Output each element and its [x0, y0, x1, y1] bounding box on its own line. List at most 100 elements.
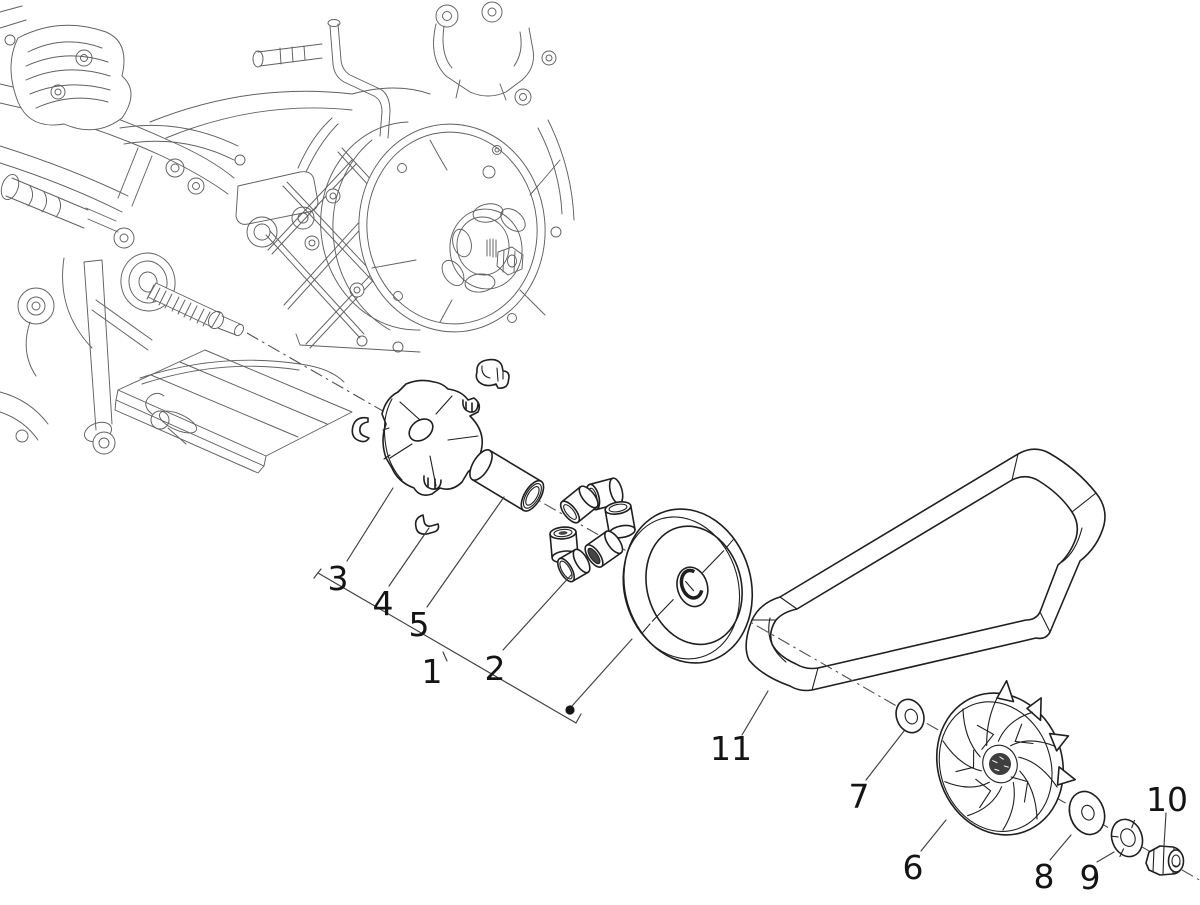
engine-line	[5, 177, 89, 229]
rim-screw	[492, 145, 502, 155]
engine-line	[257, 43, 323, 67]
washer-outer	[1068, 790, 1106, 836]
fan-blade-tip	[996, 679, 1076, 786]
washer-outer	[895, 698, 925, 734]
guide-shoes	[351, 358, 510, 535]
hose-line	[297, 117, 339, 173]
engine-line	[392, 341, 404, 353]
roller-ring	[553, 528, 573, 538]
engine-line	[234, 154, 246, 166]
plate-oval-hole	[408, 418, 434, 442]
rim-screw	[494, 147, 500, 153]
engine-line	[54, 88, 62, 96]
rib-line	[265, 147, 429, 339]
engine-line	[304, 235, 320, 251]
roller-fill	[586, 531, 622, 567]
pulley-rim	[622, 516, 741, 660]
nut-bore	[1171, 854, 1181, 868]
engine-line	[541, 50, 557, 66]
roller-bore-dark	[587, 547, 601, 565]
engine-line	[128, 260, 168, 304]
engine-line	[91, 299, 153, 351]
washer-flat	[1068, 790, 1106, 836]
engine-line	[353, 286, 361, 294]
fan-blade	[967, 786, 1003, 817]
engine-mount-arm	[62, 257, 153, 455]
roller	[584, 530, 624, 568]
breather-pipe	[252, 19, 391, 139]
fan-blade	[1010, 740, 1056, 747]
callout-label-1: 1	[422, 652, 443, 691]
cylinder-head-fins	[10, 24, 132, 131]
pulley-circlip	[679, 568, 704, 600]
leader-line-7	[865, 730, 905, 781]
leader-line-10	[1163, 812, 1167, 847]
roller-fill	[559, 549, 589, 582]
leader-line-4	[388, 527, 430, 587]
callout-label-7: 7	[849, 777, 870, 816]
guide-shoe-top-slot	[481, 365, 504, 382]
engine-line	[550, 226, 562, 238]
spacer-outer	[1110, 818, 1144, 858]
guide-shoe-left	[351, 416, 370, 443]
engine-line	[208, 310, 224, 330]
engine-line	[325, 188, 341, 204]
engine-line	[481, 1, 503, 23]
bushing-face	[469, 449, 493, 481]
engine-line	[253, 223, 271, 241]
roller	[556, 548, 591, 583]
engine-line	[117, 147, 153, 207]
washer-depth	[1068, 808, 1077, 829]
engine-line	[297, 212, 309, 224]
engine-line	[235, 171, 319, 225]
engine-line	[85, 207, 119, 233]
group-bracket-1	[313, 568, 582, 724]
fan-blade	[942, 740, 982, 772]
engine-line	[0, 145, 129, 213]
roller	[559, 485, 599, 524]
fan-pulley-half	[935, 679, 1076, 836]
roller-body	[604, 504, 636, 535]
leader-line-8	[1049, 834, 1072, 861]
callout-label-5: 5	[409, 605, 430, 644]
cover-curves	[119, 124, 239, 161]
engine-line	[83, 259, 113, 431]
belt-wall-line	[768, 527, 1083, 663]
engine-line	[234, 323, 244, 337]
fan-blade	[944, 781, 990, 788]
kidney-hole	[500, 208, 526, 232]
fan-blade	[997, 711, 1033, 742]
engine-line	[98, 437, 110, 449]
engine-line	[545, 54, 553, 62]
pulley-hub-mark	[685, 580, 695, 592]
fan-blade	[1019, 770, 1038, 820]
engine-line	[150, 361, 328, 438]
engine-line	[26, 296, 46, 316]
engine-line	[279, 45, 306, 65]
spacer-hole	[1120, 828, 1136, 847]
engine-line	[349, 282, 365, 298]
fixed-pulley-half	[622, 508, 754, 664]
engine-line	[332, 139, 391, 331]
engine-line	[252, 50, 264, 68]
engine-line	[0, 174, 20, 200]
fan-blade	[962, 708, 981, 758]
washer-hole	[1081, 804, 1095, 821]
engine-line	[80, 54, 88, 62]
plate-shoe-bottom	[423, 475, 442, 490]
engine-line	[246, 216, 278, 248]
engine-assembly	[0, 1, 575, 474]
leader-line-3	[346, 487, 394, 562]
belt-seams	[751, 453, 1097, 691]
rear-linkage	[0, 287, 187, 445]
engine-line	[442, 11, 452, 21]
engine-line	[165, 158, 185, 178]
bushing-bore	[525, 486, 540, 506]
guide-shoe-top	[475, 358, 510, 389]
clutch-drum	[320, 119, 575, 333]
engine-line	[75, 49, 93, 67]
cable-line	[139, 359, 345, 385]
leader-line-9	[1096, 851, 1115, 863]
bushing-body	[471, 449, 542, 512]
